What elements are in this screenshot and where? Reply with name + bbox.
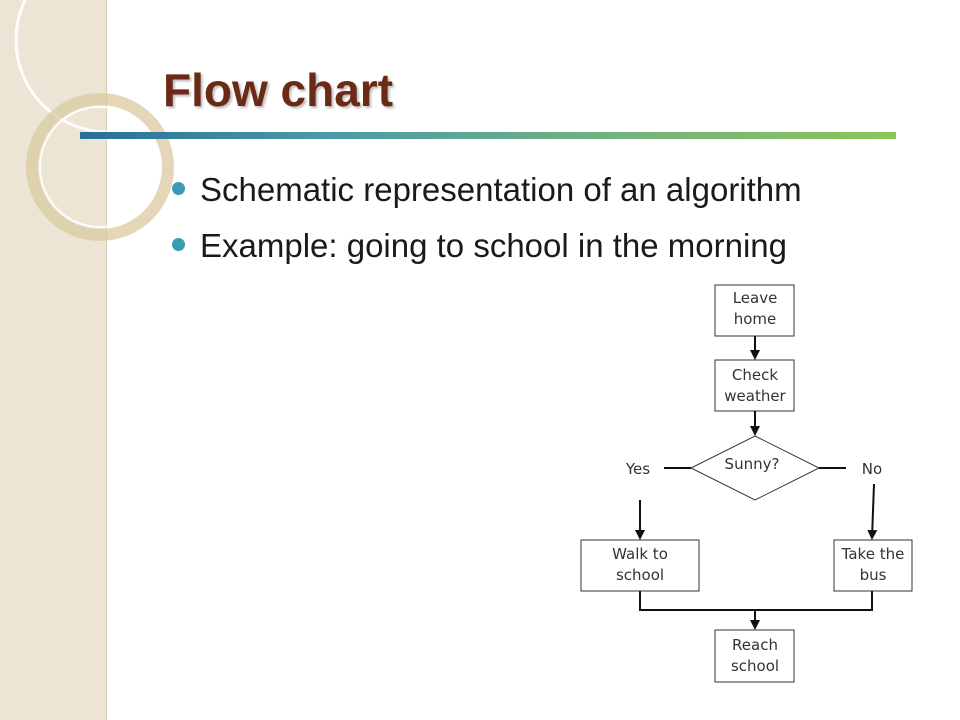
node-label: Reach bbox=[732, 636, 778, 654]
node-walk-to-school bbox=[580, 539, 700, 592]
bullet-dot-icon bbox=[172, 238, 185, 251]
node-label: Check bbox=[732, 366, 778, 384]
node-take-bus bbox=[833, 539, 913, 592]
decor-circle-ring bbox=[26, 93, 174, 241]
bullet-text: Schematic representation of an algorithm bbox=[200, 171, 802, 208]
decor-circle-inner bbox=[39, 106, 161, 228]
title-underline bbox=[80, 132, 896, 139]
node-label: weather bbox=[724, 387, 786, 405]
node-label: school bbox=[731, 657, 779, 675]
arrow-no-to-bus bbox=[867, 483, 878, 540]
node-reach-school bbox=[714, 629, 795, 683]
node-label: Leave bbox=[733, 289, 778, 307]
slide-title: Flow chart bbox=[163, 64, 394, 116]
node-label: Sunny? bbox=[725, 455, 780, 473]
line-merge bbox=[639, 591, 873, 611]
bullet-text: Example: going to school in the morning bbox=[200, 227, 788, 264]
branch-label-yes: Yes bbox=[625, 460, 650, 478]
node-label: school bbox=[616, 566, 664, 584]
bullet-item: Example: going to school in the morning bbox=[172, 218, 802, 274]
branch-label-no: No bbox=[862, 460, 882, 478]
node-decision-sunny bbox=[689, 435, 821, 501]
bullet-item: Schematic representation of an algorithm bbox=[172, 162, 802, 218]
node-leave-home bbox=[714, 284, 795, 337]
bullet-list: Schematic representation of an algorithm… bbox=[172, 162, 802, 274]
node-label: home bbox=[734, 310, 777, 328]
bullet-dot-icon bbox=[172, 182, 185, 195]
node-label: bus bbox=[860, 566, 887, 584]
node-label: Walk to bbox=[612, 545, 668, 563]
node-check-weather bbox=[714, 359, 795, 412]
node-label: Take the bbox=[841, 545, 905, 563]
